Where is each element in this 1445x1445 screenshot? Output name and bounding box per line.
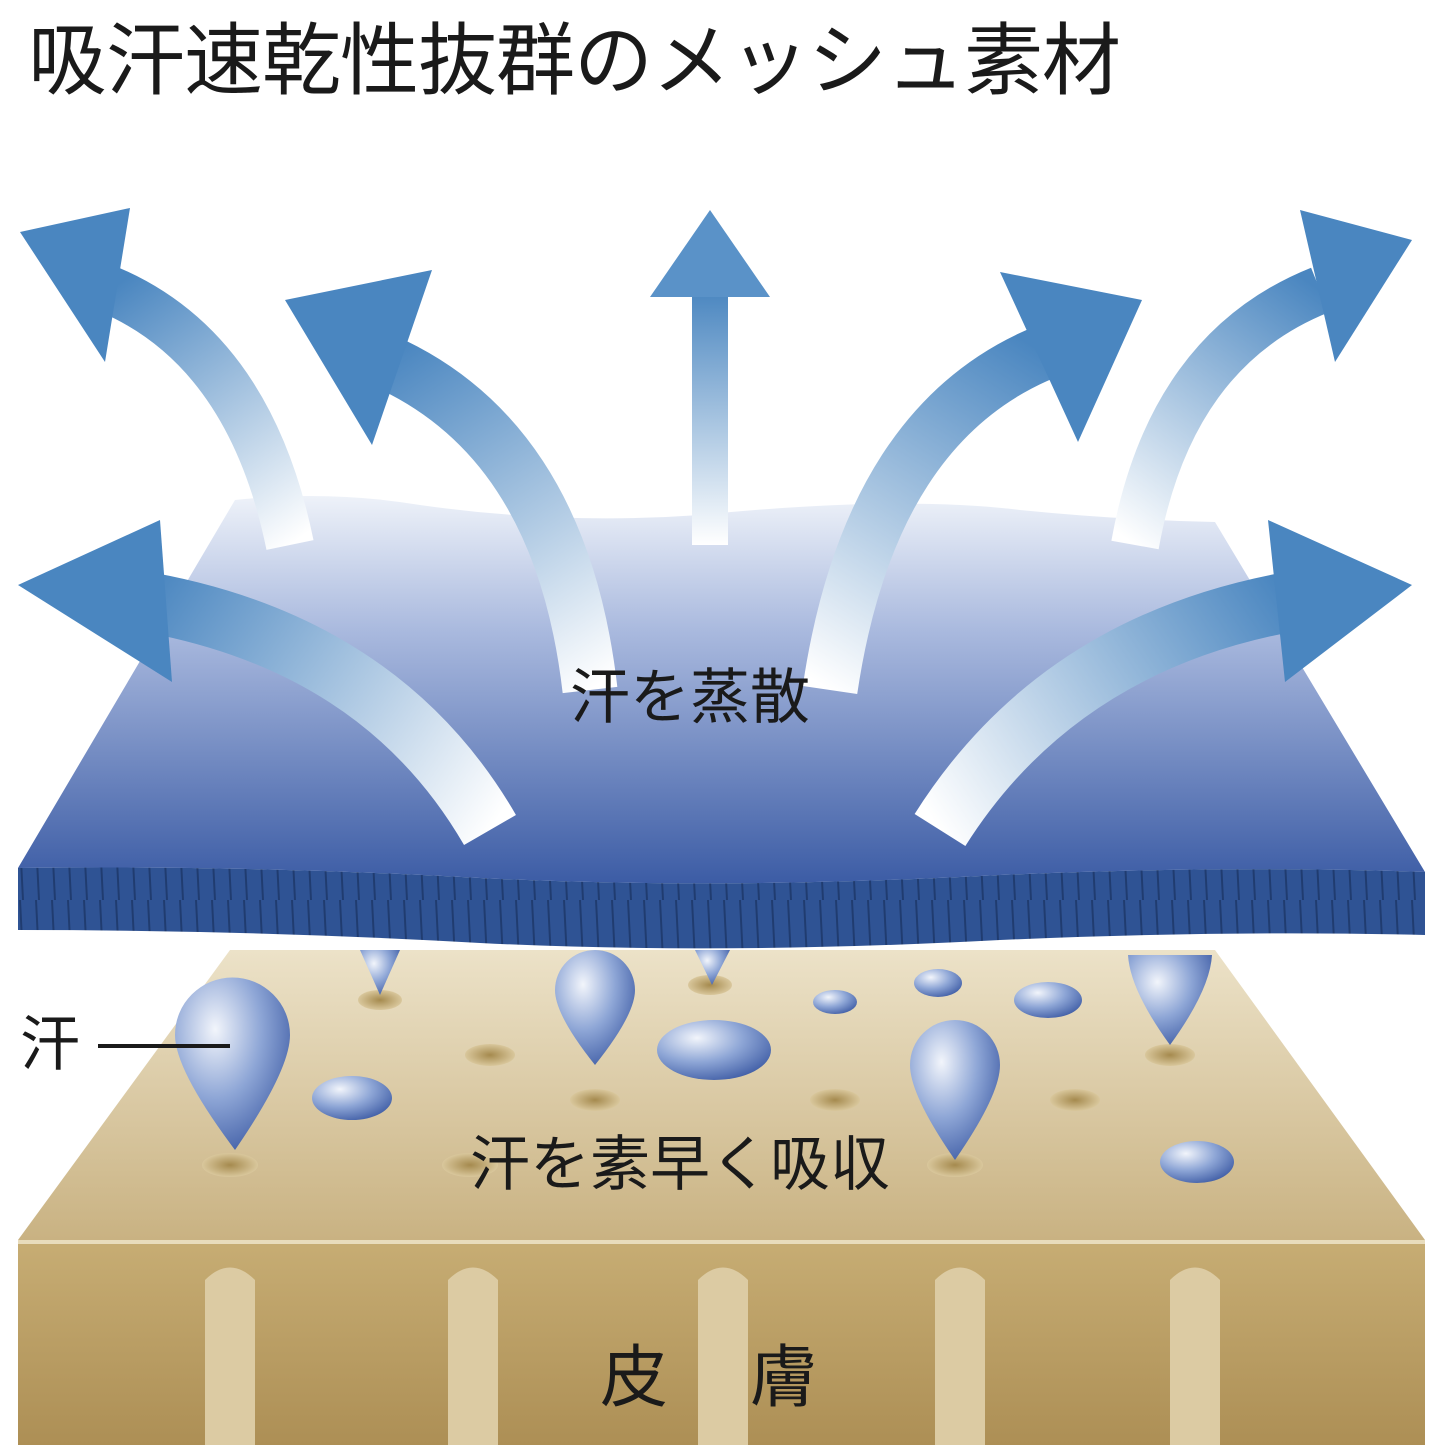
arrow-up-right-inner (802, 272, 1142, 695)
diagram-title: 吸汗速乾性抜群のメッシュ素材 (28, 15, 1121, 107)
sweat-drops (175, 950, 1234, 1183)
sweat-pointer-line (98, 1044, 230, 1048)
arrow-up-left-inner (285, 270, 618, 694)
skin-pores-top (202, 975, 1195, 1177)
arrow-left (18, 520, 516, 846)
evaporation-arrows (18, 208, 1412, 847)
skin-block (18, 950, 1425, 1445)
arrow-right (914, 520, 1412, 847)
mesh-fabric (18, 496, 1425, 949)
label-absorb: 汗を素早く吸収 (470, 1130, 890, 1200)
arrow-up-right (1111, 210, 1412, 550)
label-evaporate: 汗を蒸散 (570, 663, 810, 733)
label-skin: 皮 膚 (600, 1339, 818, 1418)
arrow-up (650, 210, 770, 545)
label-sweat: 汗 (20, 1010, 80, 1080)
skin-pores-front (205, 1267, 1220, 1445)
arrow-up-left (20, 208, 314, 550)
